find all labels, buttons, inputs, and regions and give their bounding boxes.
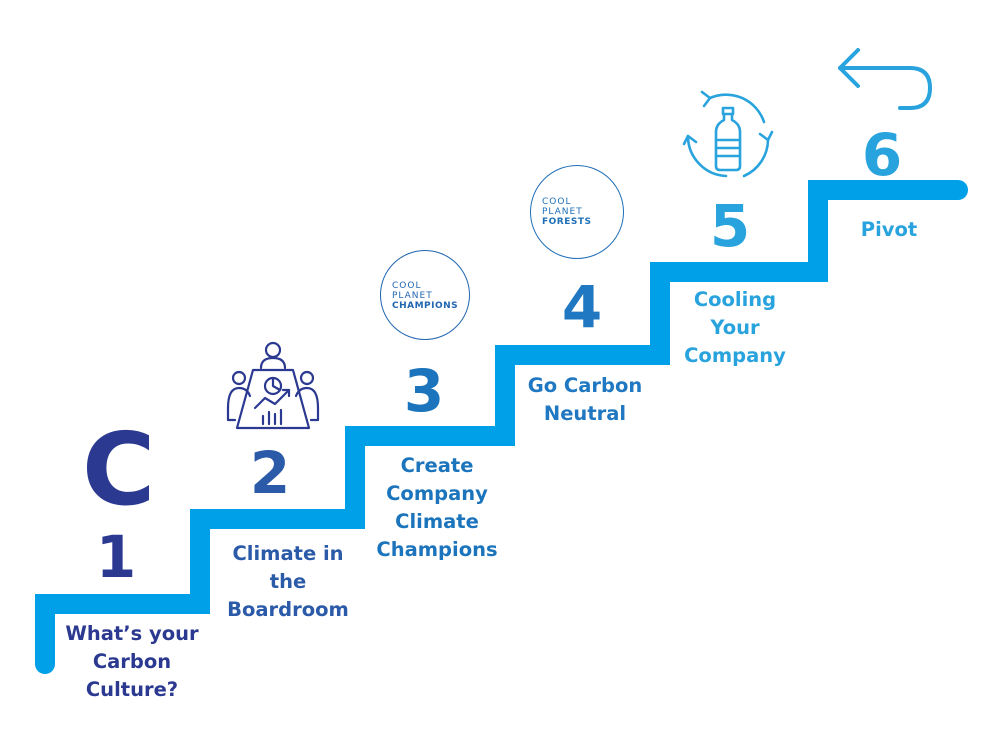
step-4-label-line: Go Carbon	[527, 374, 643, 397]
step-6-number: 6	[861, 121, 903, 189]
step-2-label-line: Boardroom	[227, 598, 349, 621]
step-6-label-line: Pivot	[860, 218, 918, 241]
champions-badge-line2: PLANET	[392, 291, 433, 301]
forests-badge-line2: PLANET	[542, 207, 583, 217]
cool-planet-forests-badge: COOL PLANET FORESTS	[530, 165, 624, 259]
step-2-number: 2	[249, 439, 291, 507]
step-4-number: 4	[561, 273, 603, 341]
step-6-label: Pivot	[819, 216, 959, 244]
step-3-label-line: Company	[386, 482, 488, 505]
carbon-culture-logo-icon: C	[82, 411, 156, 528]
step-1-label-line: Culture?	[85, 678, 179, 701]
step-1-label-line: Carbon	[92, 650, 172, 673]
step-3-label-line: Create	[400, 454, 474, 477]
forests-badge-line1: COOL	[542, 197, 572, 207]
step-3-label-line: Champions	[376, 538, 498, 561]
stair-line	[35, 180, 968, 674]
champions-badge-line3: CHAMPIONS	[392, 301, 459, 311]
cool-planet-champions-badge: COOL PLANET CHAMPIONS	[380, 250, 470, 340]
champions-badge-line1: COOL	[392, 281, 422, 291]
step-2-label-line: Climate in	[232, 542, 344, 565]
step-5-label-line: Cooling	[693, 288, 777, 311]
recycle-bottle-icon	[682, 90, 774, 178]
step-5-label-line: Company	[684, 344, 786, 367]
step-4-label-line: Neutral	[543, 402, 627, 425]
boardroom-meeting-icon	[226, 341, 320, 430]
step-5-label-line: Your	[710, 316, 760, 339]
step-3-label-line: Climate	[395, 510, 479, 533]
return-arrow-icon	[838, 48, 932, 110]
step-5-number: 5	[709, 192, 751, 260]
step-2-label-line: the	[269, 570, 307, 593]
step-1-number: 1	[95, 523, 137, 591]
step-1-label-line: What’s your	[65, 622, 199, 645]
step-3-number: 3	[403, 357, 445, 425]
forests-badge-line3: FORESTS	[542, 217, 592, 227]
